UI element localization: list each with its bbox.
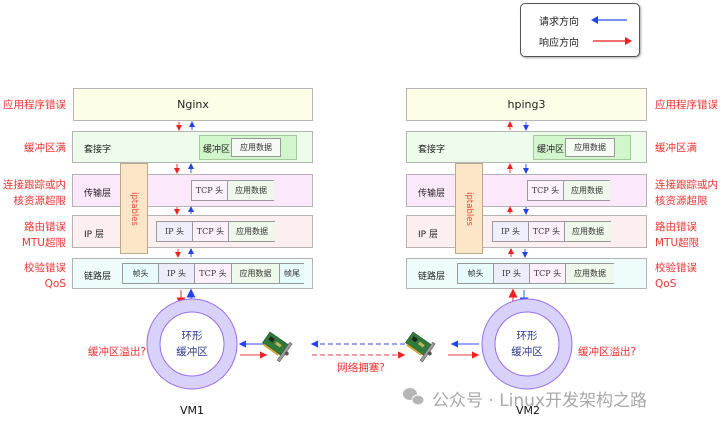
vm1-ip-label: IP 层: [84, 230, 104, 240]
vm1-transport-appdata: 应用数据: [228, 181, 274, 200]
vm2-ip-layer: IP 层 IP 头 TCP 头 应用数据: [406, 215, 647, 248]
error-transport-right-2: 核资源超限: [655, 195, 708, 207]
vm1-link-frame: 帧头 IP 头 TCP 头 应用数据 帧尾: [122, 263, 304, 284]
vm2-overflow-label: 缓冲区溢出?: [578, 346, 637, 358]
vm2-app-layer: hping3: [406, 88, 647, 121]
vm1-overflow-label: 缓冲区溢出?: [87, 346, 146, 358]
legend-request-label: 请求方向: [539, 17, 579, 28]
vm1-ip-tcp-header: TCP 头: [193, 222, 229, 241]
vm2-ip-packet: IP 头 TCP 头 应用数据: [492, 221, 611, 242]
vm2-link-layer: 链路层 帧头 IP 头 TCP 头 应用数据: [406, 258, 647, 289]
vm1-name: VM1: [180, 404, 205, 417]
vm2-vertical-arrows: [507, 121, 529, 307]
vm2-ring-label: 环形 缓冲区: [497, 328, 557, 360]
vm1-ring-label: 环形 缓冲区: [162, 328, 222, 360]
vm1-iptables: iptables: [120, 163, 148, 254]
vm2-transport-label: 传输层: [418, 189, 446, 199]
vm1-socket-layer: 套接字 缓冲区 应用数据: [72, 131, 313, 163]
vm2-ring-label-1: 环形: [516, 330, 538, 342]
error-link-left-1: 校验错误: [24, 262, 66, 274]
error-ip-left-2: MTU超限: [21, 237, 66, 249]
vm1-transport-label: 传输层: [84, 189, 112, 199]
vm1-link-appdata: 应用数据: [232, 264, 280, 283]
vm2-socket-label: 套接字: [418, 145, 446, 155]
legend-request-arrow-icon: [591, 16, 598, 24]
vm1-app-name: Nginx: [177, 98, 209, 111]
vm2-ip-ip-header: IP 头: [493, 222, 529, 241]
error-link-right-2: QoS: [655, 278, 677, 290]
vm1-ring-label-1: 环形: [181, 330, 203, 342]
error-buffer-left: 缓冲区满: [24, 142, 66, 154]
vm1-ip-layer: IP 层 IP 头 TCP 头 应用数据: [72, 215, 313, 248]
error-buffer-right: 缓冲区满: [655, 142, 697, 154]
vm2-ip-appdata: 应用数据: [565, 222, 611, 241]
vm2-socket-layer: 套接字 缓冲区 应用数据: [406, 131, 647, 163]
error-app-left: 应用程序错误: [3, 99, 66, 111]
vm2-transport-appdata: 应用数据: [564, 181, 610, 200]
vm2-ip-label: IP 层: [418, 230, 438, 240]
vm2-link-frame: 帧头 IP 头 TCP 头 应用数据: [457, 263, 614, 284]
vm2-nic-icon: [405, 331, 436, 363]
vm2-app-name: hping3: [507, 98, 546, 111]
legend-response-arrow-icon: [625, 37, 632, 45]
vm1-link-frame-tail: 帧尾: [280, 264, 304, 283]
vm1-transport-packet: TCP 头 应用数据: [191, 180, 274, 201]
vm2-transport-tcp-header: TCP 头: [528, 181, 564, 200]
vm1-ring-label-2: 缓冲区: [176, 346, 208, 358]
vm2-link-frame-header: 帧头: [458, 264, 494, 283]
error-ip-right-1: 路由错误: [655, 221, 697, 233]
error-transport-right-1: 连接跟踪或内: [655, 179, 718, 191]
vm1-transport-layer: 传输层 TCP 头 应用数据: [72, 174, 313, 207]
error-link-left-2: QoS: [44, 278, 66, 290]
error-ip-left-1: 路由错误: [24, 221, 66, 233]
vm2-buffer-label: 缓冲区: [537, 145, 565, 155]
vm2-link-label: 链路层: [418, 272, 446, 282]
error-transport-left-2: 核资源超限: [13, 195, 67, 207]
error-transport-left-1: 连接跟踪或内: [3, 179, 66, 191]
vm1-socket-label: 套接字: [84, 145, 112, 155]
vm1-buffer-appdata-text: 应用数据: [240, 143, 272, 152]
vm1-link-layer: 链路层 帧头 IP 头 TCP 头 应用数据 帧尾: [72, 258, 313, 289]
legend-response-line: [593, 40, 627, 42]
vm1-socket-buffer: 缓冲区 应用数据: [199, 135, 297, 160]
vm1-buffer-label: 缓冲区: [203, 145, 231, 155]
vm1-link-ip-header: IP 头: [159, 264, 195, 283]
vm1-link-label: 链路层: [84, 272, 112, 282]
vm1-transport-tcp-header: TCP 头: [192, 181, 228, 200]
legend-response-label: 响应方向: [539, 38, 579, 49]
vm1-ip-ip-header: IP 头: [157, 222, 193, 241]
vm1-vertical-arrows: [174, 121, 196, 307]
vm2-link-appdata: 应用数据: [566, 264, 614, 283]
network-congestion-label: 网络拥塞?: [337, 362, 385, 374]
wechat-icon: [403, 388, 425, 406]
error-app-right: 应用程序错误: [655, 99, 718, 111]
vm2-socket-buffer: 缓冲区 应用数据: [533, 135, 631, 160]
vm2-buffer-appdata-text: 应用数据: [574, 143, 606, 152]
vm2-transport-layer: 传输层 TCP 头 应用数据: [406, 174, 647, 207]
vm2-ip-tcp-header: TCP 头: [529, 222, 565, 241]
vm1-nic-icon: [262, 331, 293, 363]
vm2-buffer-appdata: 应用数据: [565, 138, 615, 157]
vm1-buffer-appdata: 应用数据: [231, 138, 281, 157]
error-link-right-1: 校验错误: [655, 262, 697, 274]
vm1-ip-packet: IP 头 TCP 头 应用数据: [156, 221, 275, 242]
vm1-app-layer: Nginx: [73, 88, 313, 121]
vm1-ring-buffer: [146, 298, 238, 390]
legend-request-line: [593, 19, 627, 21]
error-ip-right-2: MTU超限: [655, 237, 700, 249]
vm1-ip-appdata: 应用数据: [229, 222, 275, 241]
watermark: 公众号 · Linux开发架构之路: [432, 391, 648, 411]
vm1-link-tcp-header: TCP 头: [195, 264, 232, 283]
vm2-transport-packet: TCP 头 应用数据: [527, 180, 610, 201]
vm2-link-tcp-header: TCP 头: [530, 264, 566, 283]
vm2-ring-label-2: 缓冲区: [511, 346, 543, 358]
vm2-link-ip-header: IP 头: [494, 264, 530, 283]
vm2-iptables: iptables: [455, 163, 483, 254]
legend: 请求方向 响应方向: [520, 3, 640, 57]
vm1-link-frame-header: 帧头: [123, 264, 159, 283]
vm2-name: VM2: [516, 404, 541, 417]
vm2-ring-buffer: [481, 298, 573, 390]
